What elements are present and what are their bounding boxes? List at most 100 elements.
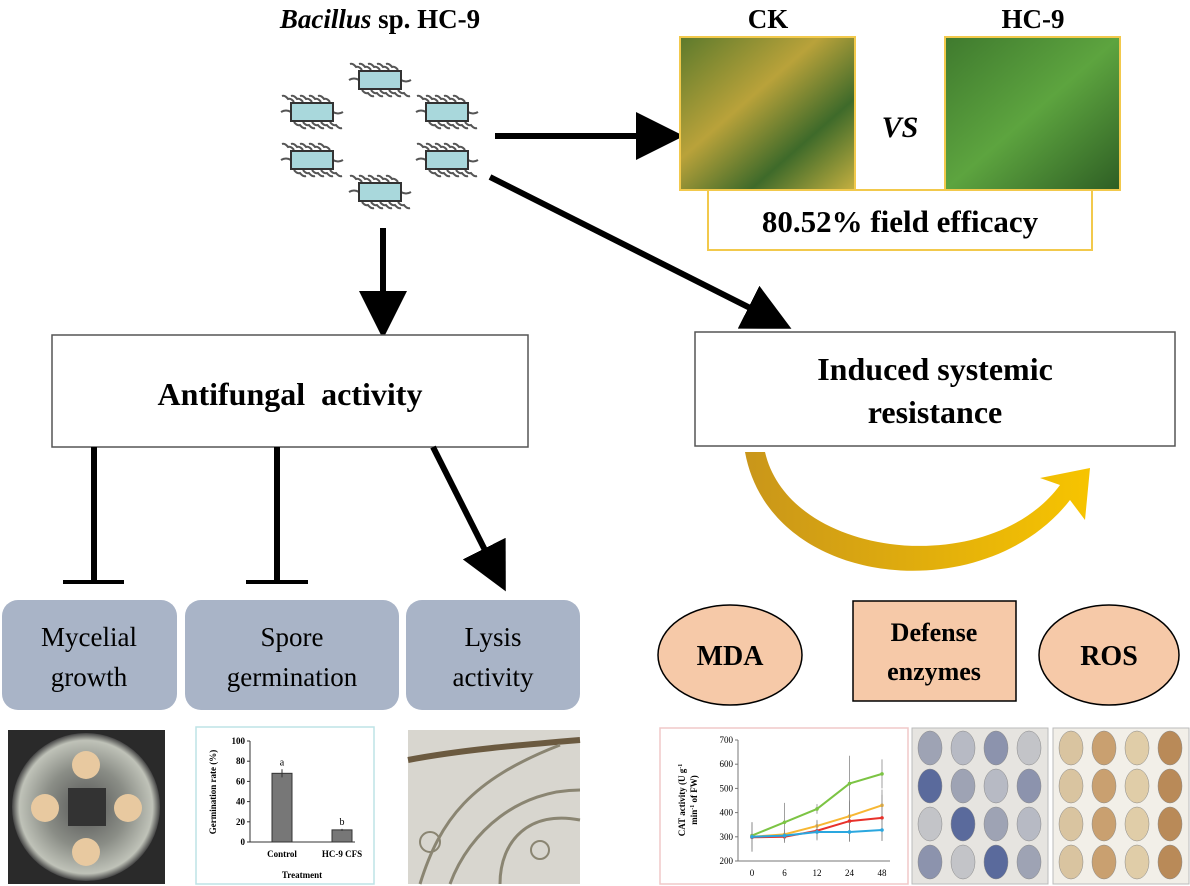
curved-arrow <box>745 452 1090 571</box>
data-point <box>847 781 852 786</box>
leaf <box>1058 768 1084 804</box>
inhibit-mycelial <box>63 447 124 584</box>
flagellum <box>397 89 411 98</box>
x-tick-label: 12 <box>813 868 822 878</box>
hc9-label: HC-9 <box>1002 4 1065 34</box>
flagellum <box>437 169 451 178</box>
flagellum <box>317 94 331 103</box>
flagellum <box>290 142 304 151</box>
x-tick-label: Control <box>267 849 297 859</box>
y-tick-label: 400 <box>720 808 734 818</box>
leaf <box>917 806 943 842</box>
flagellum <box>317 142 331 151</box>
y-tick-label: 700 <box>720 735 734 745</box>
flagellum <box>388 89 402 98</box>
cat-chart-frame <box>659 727 909 885</box>
cell-body <box>358 70 402 90</box>
leaf <box>1058 806 1084 842</box>
flagellum <box>455 121 469 130</box>
cell-body <box>290 150 334 170</box>
flagellum <box>452 142 466 151</box>
leaf <box>1016 806 1042 842</box>
efficacy-text: 80.52% field efficacy <box>762 204 1039 239</box>
x-tick-label: 24 <box>845 868 855 878</box>
flagellum <box>416 142 430 151</box>
antifungal-box <box>51 334 529 448</box>
petri-dish-photo <box>8 730 165 884</box>
flagellum <box>464 121 478 130</box>
flagellum <box>349 62 363 71</box>
flagellum <box>446 121 460 130</box>
leaf <box>1124 768 1150 804</box>
flagellum <box>367 62 381 71</box>
leaf <box>1157 806 1183 842</box>
flagellum <box>428 121 442 130</box>
y-tick-label: 500 <box>720 783 734 793</box>
leaf <box>1091 730 1117 766</box>
flagellum <box>416 94 430 103</box>
leaf <box>1091 768 1117 804</box>
data-point <box>847 819 852 823</box>
leaf <box>983 806 1009 842</box>
flagellum <box>367 174 381 183</box>
svg-text:ROS: ROS <box>1080 641 1138 672</box>
flagellum <box>290 94 304 103</box>
flagellum <box>329 121 343 130</box>
arrow-to-isr <box>488 174 792 329</box>
bacterium-cell <box>348 62 412 98</box>
y-tick-label: 200 <box>720 856 734 866</box>
antifungal-label: Antifungal activity <box>158 376 423 412</box>
flagellum <box>361 201 375 210</box>
leaf <box>1091 806 1117 842</box>
flagellum <box>311 121 325 130</box>
flagellum <box>302 169 316 178</box>
data-point <box>880 772 884 776</box>
leaf <box>1124 806 1150 842</box>
leaf <box>983 730 1009 766</box>
leaf <box>950 768 976 804</box>
leaf-stain-photo-blue <box>911 727 1049 885</box>
data-point <box>815 807 819 811</box>
vs-label: VS <box>882 111 919 144</box>
arrow-to-lysis <box>430 445 506 592</box>
leaf <box>1058 730 1084 766</box>
bar-HC-9 CFS <box>331 829 353 843</box>
flagellum <box>443 94 457 103</box>
leaf <box>950 806 976 842</box>
y-tick-label: 600 <box>720 759 734 769</box>
flagellum <box>293 121 307 130</box>
flagellum <box>329 169 343 178</box>
flagellum <box>397 201 411 210</box>
svg-text:Mycelial: Mycelial <box>41 622 137 652</box>
svg-text:enzymes: enzymes <box>887 657 981 686</box>
isr-label-line2: resistance <box>868 394 1002 430</box>
data-point <box>750 835 754 839</box>
flagellum <box>281 142 295 151</box>
flagellum <box>385 174 399 183</box>
ck-label: CK <box>748 4 789 34</box>
y-tick-label: 20 <box>236 817 246 827</box>
leaf <box>983 844 1009 880</box>
leaf <box>1016 768 1042 804</box>
hc9-field-photo <box>944 36 1121 191</box>
flagellum <box>446 169 460 178</box>
y-tick-label: 100 <box>232 736 246 746</box>
data-point <box>782 833 787 838</box>
data-point <box>782 820 787 825</box>
y-axis-label: CAT activity (U g-1 <box>677 764 687 836</box>
leaf <box>1157 844 1183 880</box>
flagellum <box>379 201 393 210</box>
flagellum <box>464 169 478 178</box>
leaf <box>1157 768 1183 804</box>
ck-field-photo <box>679 36 856 191</box>
svg-text:Lysis: Lysis <box>464 622 521 652</box>
marker-ros: ROS <box>1038 604 1180 706</box>
leaf <box>950 730 976 766</box>
flagellum <box>281 94 295 103</box>
flagellum <box>308 94 322 103</box>
leaf <box>1124 844 1150 880</box>
flagellum <box>349 174 363 183</box>
